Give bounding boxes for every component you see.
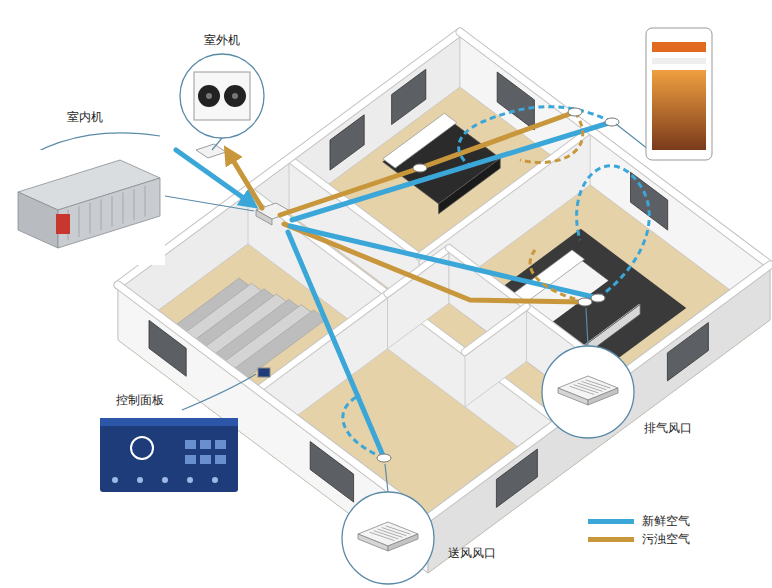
motor xyxy=(56,214,70,234)
airflow-arrow xyxy=(343,395,384,458)
part-name: 送风风口 xyxy=(448,546,496,560)
grille-line xyxy=(586,380,610,388)
callout-label: 排气风口 xyxy=(641,419,695,437)
panel-button xyxy=(137,477,143,483)
outdoor-unit-image xyxy=(194,72,250,120)
leader-line xyxy=(165,196,254,211)
grille-line xyxy=(112,196,113,226)
units xyxy=(196,144,292,377)
panel-icon xyxy=(215,440,226,449)
fresh-duct xyxy=(290,226,598,298)
vent xyxy=(568,108,582,116)
airflow-arrow xyxy=(577,166,650,298)
panel-icon xyxy=(185,455,196,464)
wall-cap xyxy=(118,32,460,285)
panel-button xyxy=(187,477,193,483)
phone-image xyxy=(646,28,712,160)
legend-swatch xyxy=(588,519,634,524)
panel-icon xyxy=(185,440,196,449)
part-name: 排气风口 xyxy=(644,421,692,435)
panel-icon xyxy=(215,455,226,464)
grille-line xyxy=(145,186,146,216)
fresh-duct xyxy=(288,232,384,458)
indoor-unit-image xyxy=(58,178,160,248)
exhaust-duct xyxy=(280,112,575,215)
fresh-duct xyxy=(292,122,612,220)
legend-text: 污浊空气 xyxy=(642,531,690,548)
panel-button xyxy=(162,477,168,483)
ducts xyxy=(176,107,649,462)
leader-line xyxy=(182,374,256,410)
wall-cap xyxy=(460,32,770,265)
legend-row: 污浊空气 xyxy=(588,530,690,548)
callouts xyxy=(2,28,712,584)
fan xyxy=(224,85,246,107)
indoor-unit-image xyxy=(2,150,165,265)
callout-label: 控制面板 xyxy=(113,391,167,409)
wall-cap xyxy=(428,265,770,518)
interior-wall xyxy=(465,306,527,407)
wall-cap xyxy=(465,306,527,352)
front-wall xyxy=(428,265,770,573)
phone-header xyxy=(652,42,706,52)
callout-label: 送风风口 xyxy=(445,544,499,562)
part-name: 室内机 xyxy=(67,110,103,124)
grille-line xyxy=(101,200,102,230)
panel-dial xyxy=(131,437,153,459)
airflow-arrow xyxy=(530,250,585,302)
wall-panel xyxy=(258,368,270,377)
fan xyxy=(198,85,220,107)
indoor-unit xyxy=(256,210,272,225)
legend-text: 新鲜空气 xyxy=(642,513,690,530)
panel-bar xyxy=(100,418,238,426)
callout-circle xyxy=(542,346,634,438)
grille-line xyxy=(123,193,124,223)
grille-line xyxy=(134,190,135,220)
vent xyxy=(377,454,391,462)
panel-button xyxy=(212,477,218,483)
grille-line xyxy=(90,203,91,233)
callout-label: 室内机 xyxy=(64,108,106,126)
legend: 新鲜空气污浊空气 xyxy=(588,512,690,548)
wall-cap xyxy=(428,265,770,518)
wall-cap xyxy=(118,32,460,285)
leader-line xyxy=(586,308,588,346)
outdoor-unit xyxy=(196,144,226,158)
part-name: 室外机 xyxy=(204,33,240,47)
legend-swatch xyxy=(588,537,634,542)
phone-bar xyxy=(652,58,706,64)
panel-icon xyxy=(200,455,211,464)
callout-label: 室外机 xyxy=(201,31,243,49)
callout-circle xyxy=(342,492,434,584)
part-name: 控制面板 xyxy=(116,393,164,407)
grille-line xyxy=(386,526,410,534)
fan-hub xyxy=(232,93,238,99)
vent xyxy=(591,294,605,302)
leader-line xyxy=(212,138,222,150)
vent xyxy=(413,164,427,172)
grille-line xyxy=(79,207,80,237)
fan-hub xyxy=(206,93,212,99)
airflow-arrow xyxy=(459,107,612,166)
phone-screen xyxy=(652,70,706,150)
airflow-arrow xyxy=(520,112,583,163)
wall-cap xyxy=(419,130,590,256)
wall-cap xyxy=(419,130,590,256)
wall-cap xyxy=(465,306,527,352)
wall-cap xyxy=(460,32,770,265)
fresh-duct xyxy=(176,150,252,204)
legend-row: 新鲜空气 xyxy=(588,512,690,530)
panel-icon xyxy=(200,440,211,449)
callout-circle xyxy=(180,54,264,138)
panel-button xyxy=(112,477,118,483)
control-panel-image xyxy=(100,418,238,492)
leader-line xyxy=(385,464,388,492)
indoor-unit-image xyxy=(18,192,58,248)
vent xyxy=(578,298,592,306)
